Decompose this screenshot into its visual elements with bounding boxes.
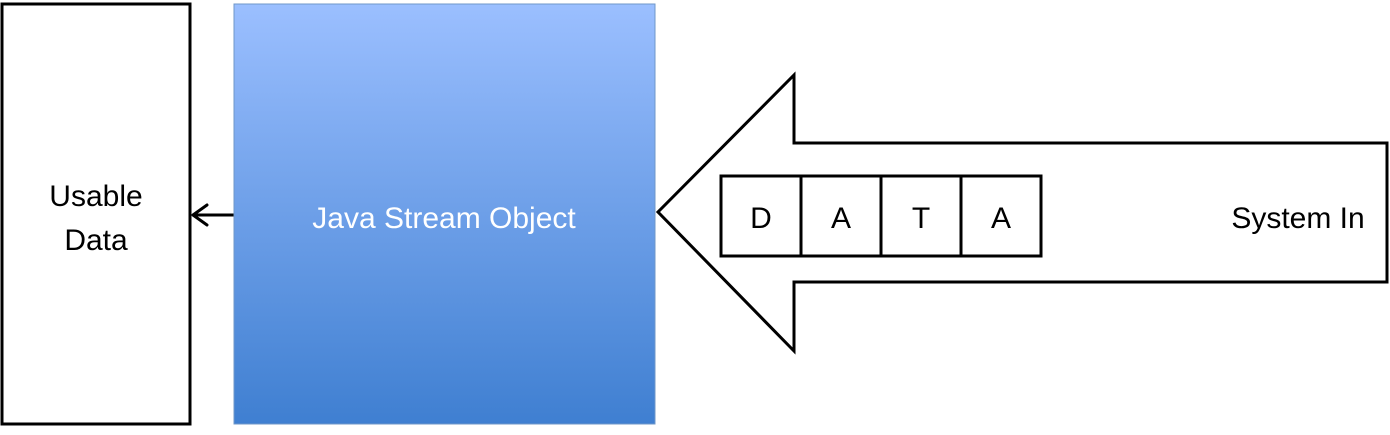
data-cell-letter: A bbox=[991, 202, 1011, 235]
system-in-label: System In bbox=[1231, 202, 1364, 235]
data-cells: D A T A bbox=[719, 174, 1043, 258]
data-cell: A bbox=[799, 174, 883, 258]
output-arrow bbox=[191, 203, 234, 227]
data-cell: T bbox=[879, 174, 963, 258]
data-cell-letter: A bbox=[831, 202, 851, 235]
usable-data-label-line1: Usable bbox=[49, 180, 142, 213]
data-cell-letter: D bbox=[750, 202, 772, 235]
java-stream-object-label: Java Stream Object bbox=[312, 202, 576, 235]
data-cell: D bbox=[719, 174, 803, 258]
data-cell: A bbox=[959, 174, 1043, 258]
java-stream-object: Java Stream Object bbox=[233, 3, 656, 425]
usable-data-box: Usable Data bbox=[0, 2, 192, 426]
data-cell-letter: T bbox=[912, 202, 930, 235]
usable-data-label-line2: Data bbox=[64, 224, 128, 257]
